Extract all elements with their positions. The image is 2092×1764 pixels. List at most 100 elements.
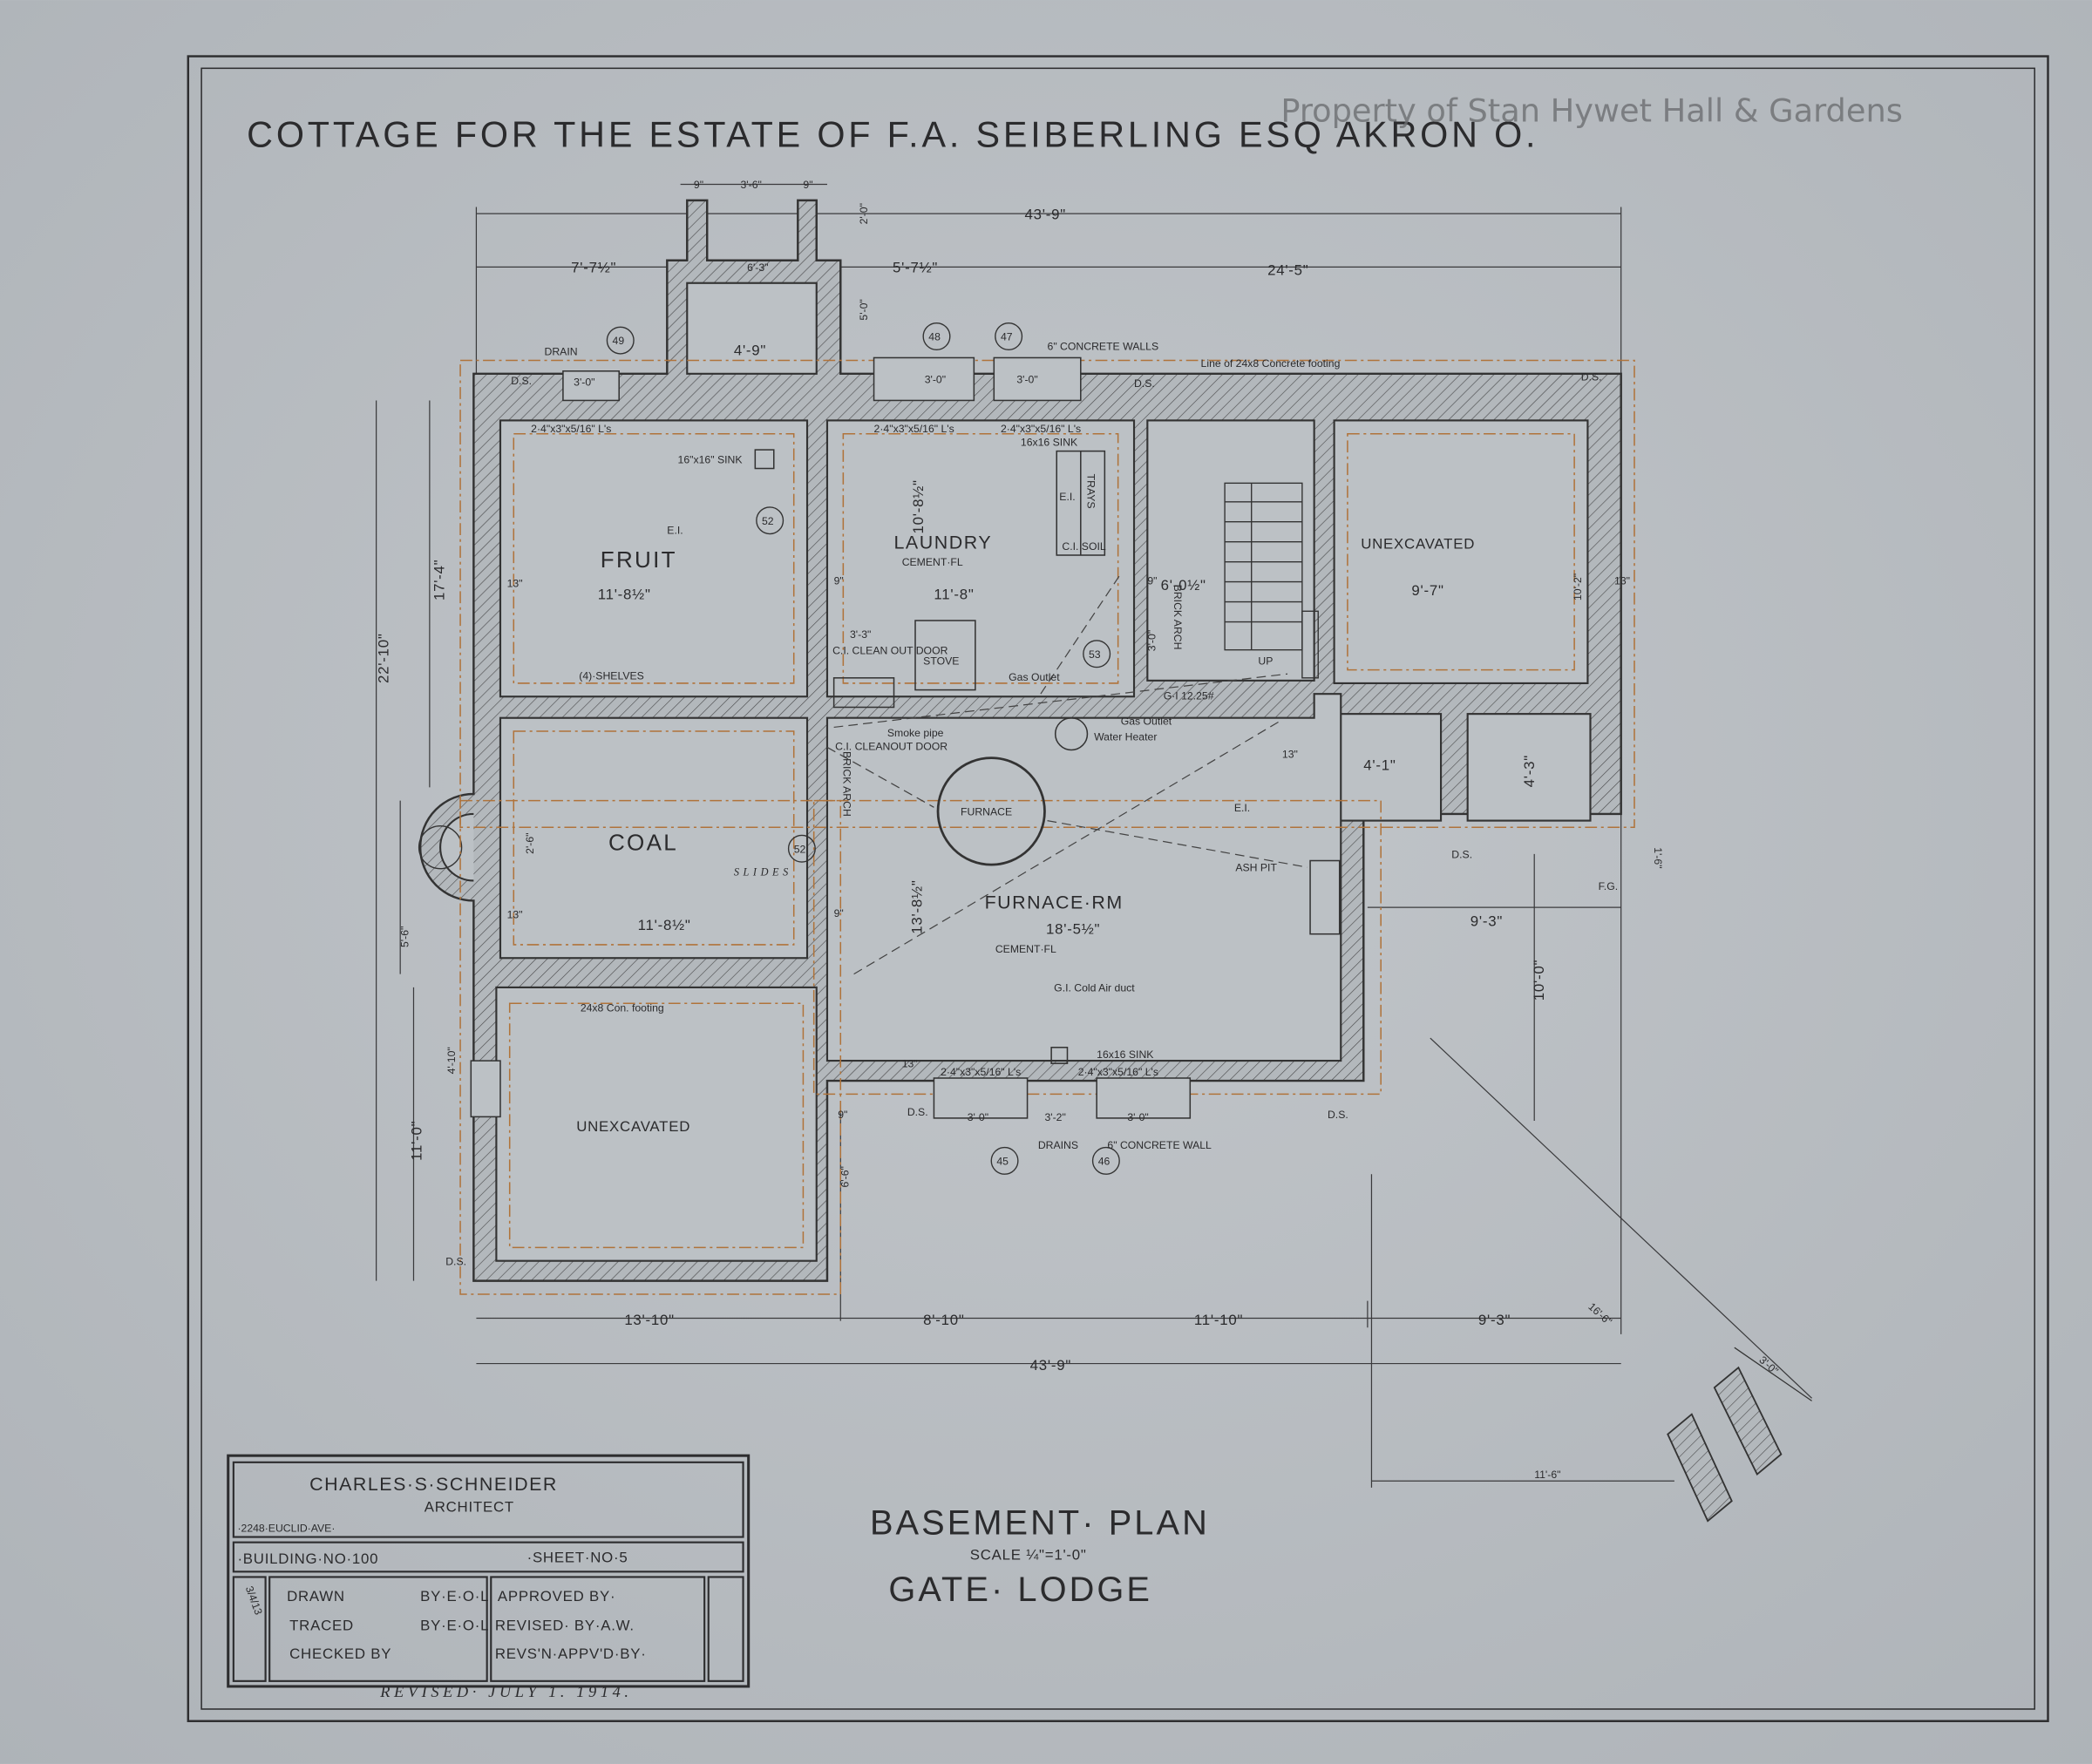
svg-text:2·4"x3"x5/16" L's: 2·4"x3"x5/16" L's [1001,423,1081,435]
svg-text:D.S.: D.S. [907,1106,928,1118]
svg-text:G.I. Cold Air duct: G.I. Cold Air duct [1054,982,1135,994]
svg-text:3'-3": 3'-3" [850,628,871,641]
svg-text:DRAWN: DRAWN [287,1588,345,1605]
svg-text:FURNACE: FURNACE [961,805,1012,818]
svg-text:CHECKED BY: CHECKED BY [289,1645,391,1662]
outer-border [187,55,2049,1722]
svg-text:9": 9" [834,575,844,587]
svg-text:E.I.: E.I. [667,525,683,537]
svg-text:D.S.: D.S. [1451,848,1472,860]
svg-text:G·I 12.25#: G·I 12.25# [1164,689,1214,702]
svg-text:10'-2": 10'-2" [1572,573,1584,600]
svg-text:COAL: COAL [608,829,678,855]
svg-text:45: 45 [996,1155,1009,1167]
svg-text:UNEXCAVATED: UNEXCAVATED [1361,535,1475,552]
svg-text:D.S.: D.S. [511,375,532,387]
svg-text:3'-2": 3'-2" [1044,1111,1065,1123]
svg-text:11'-8½": 11'-8½" [638,917,691,933]
svg-text:7'-7½": 7'-7½" [571,260,616,276]
svg-text:9": 9" [803,179,812,191]
svg-text:BASEMENT· PLAN: BASEMENT· PLAN [870,1503,1210,1542]
svg-text:4'-3": 4'-3" [1521,755,1538,787]
svg-text:13": 13" [507,578,523,590]
architect-role: ARCHITECT [425,1498,514,1515]
svg-text:52: 52 [762,515,774,527]
svg-text:CEMENT·FL: CEMENT·FL [902,556,963,568]
svg-text:C.I. CLEAN OUT DOOR: C.I. CLEAN OUT DOOR [832,644,948,656]
room-fruit [499,419,809,698]
svg-text:4'-9": 4'-9" [734,342,766,358]
svg-text:9": 9" [838,1109,847,1121]
architect-name: CHARLES·S·SCHNEIDER [309,1474,558,1495]
svg-text:D.S.: D.S. [1134,377,1155,390]
plan-title: BASEMENT· PLAN SCALE ¼"=1'-0" GATE· LODG… [870,1503,1210,1609]
svg-text:BY·E·O·L: BY·E·O·L [420,1588,489,1605]
svg-text:2·4"x3"x5/16" L's: 2·4"x3"x5/16" L's [1078,1066,1158,1078]
svg-text:BRICK ARCH: BRICK ARCH [1172,585,1184,650]
room-small-2 [1466,713,1592,822]
svg-text:16x16 SINK: 16x16 SINK [1097,1048,1154,1061]
svg-text:9": 9" [834,907,844,919]
svg-text:3'-0": 3'-0" [1146,630,1158,651]
svg-text:16x16 SINK: 16x16 SINK [1021,436,1078,448]
svg-text:52: 52 [794,843,806,855]
svg-text:13'-10": 13'-10" [624,1312,675,1328]
svg-text:2·4"x3"x5/16" L's: 2·4"x3"x5/16" L's [531,423,611,435]
svg-text:APPROVED BY·: APPROVED BY· [498,1588,615,1605]
svg-text:C.I. SOIL: C.I. SOIL [1062,540,1106,553]
svg-text:F.G.: F.G. [1599,880,1618,892]
svg-text:DRAINS: DRAINS [1038,1139,1078,1151]
reference-circles: 49 48 47 52 53 52 45 46 [606,322,1120,1175]
svg-text:ASH PIT: ASH PIT [1235,862,1277,874]
svg-text:6" CONCRETE WALLS: 6" CONCRETE WALLS [1048,340,1159,352]
svg-text:11'-8½": 11'-8½" [598,587,651,603]
svg-text:5'-0": 5'-0" [858,299,870,320]
svg-text:5'-7½": 5'-7½" [893,260,938,276]
svg-text:3'-0": 3'-0" [925,374,946,386]
svg-text:1'-6": 1'-6" [1652,847,1664,868]
room-unexcavated-bottom [495,986,818,1262]
svg-text:3'-0": 3'-0" [1016,374,1037,386]
room-furnace [825,693,1342,1062]
svg-text:11'-0": 11'-0" [409,1121,425,1161]
sheet-number: ·SHEET·NO·5 [527,1550,628,1566]
room-small-1 [1333,713,1443,822]
svg-text:47: 47 [1001,331,1013,343]
svg-text:49: 49 [613,335,625,347]
svg-text:UP: UP [1258,655,1273,668]
svg-text:D.S.: D.S. [445,1255,466,1267]
svg-text:11'-8": 11'-8" [934,587,974,603]
svg-text:Water Heater: Water Heater [1094,731,1157,743]
svg-text:24x8 Con. footing: 24x8 Con. footing [581,1001,664,1014]
notes: 6" CONCRETE WALLS 6" CONCRETE WALL DRAIN… [445,340,1601,1267]
svg-text:9": 9" [694,179,703,191]
svg-text:D.S.: D.S. [1581,370,1602,383]
svg-text:FURNACE·RM: FURNACE·RM [985,892,1124,913]
svg-text:13": 13" [1282,749,1298,761]
svg-text:CEMENT·FL: CEMENT·FL [995,943,1056,955]
svg-text:18'-5½": 18'-5½" [1046,921,1100,938]
svg-text:TRACED: TRACED [289,1618,354,1634]
svg-text:SLIDES: SLIDES [734,865,792,878]
svg-text:SCALE ¼"=1'-0": SCALE ¼"=1'-0" [970,1547,1087,1564]
svg-text:13": 13" [1614,575,1630,587]
svg-text:6'-6": 6'-6" [839,1166,851,1187]
stair [1224,482,1319,679]
svg-text:13'-8½": 13'-8½" [909,879,926,933]
svg-text:10'-8½": 10'-8½" [910,479,927,533]
svg-text:10'-0": 10'-0" [1531,960,1547,1001]
svg-text:Gas Outlet: Gas Outlet [1009,671,1060,683]
svg-text:9'-7": 9'-7" [1411,582,1443,599]
svg-text:2'-0": 2'-0" [858,203,870,224]
svg-text:22'-10": 22'-10" [375,633,391,683]
inner-border [200,67,2035,1710]
svg-text:3'-6": 3'-6" [740,179,761,191]
svg-text:3'-0": 3'-0" [1127,1111,1148,1123]
svg-text:53: 53 [1089,648,1101,661]
svg-text:6'-0½": 6'-0½" [1161,577,1206,594]
svg-text:LAUNDRY: LAUNDRY [894,532,993,553]
svg-text:3'-0": 3'-0" [574,377,594,389]
svg-text:DRAIN: DRAIN [544,345,577,357]
svg-text:STOVE: STOVE [923,655,959,668]
svg-text:9'-3": 9'-3" [1478,1312,1511,1328]
